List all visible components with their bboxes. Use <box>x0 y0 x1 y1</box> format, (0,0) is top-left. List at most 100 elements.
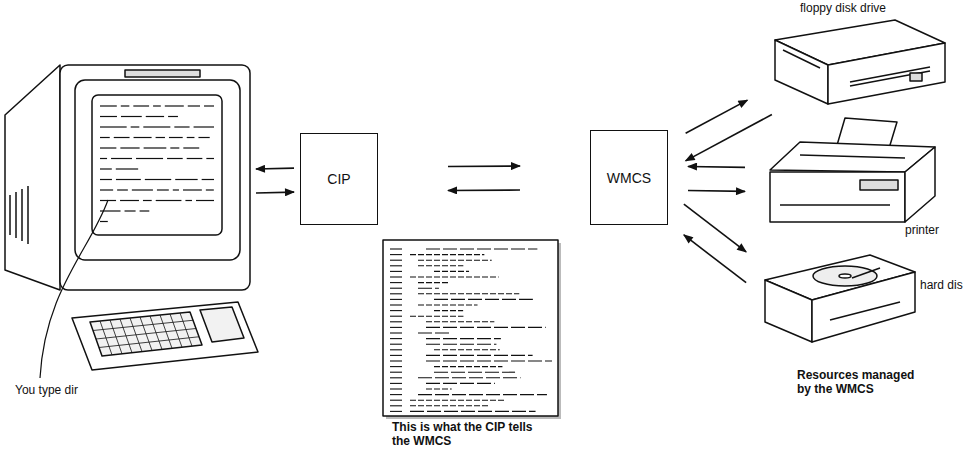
screen-text-lines <box>202 179 214 180</box>
terminal-illustration <box>200 307 244 342</box>
printout-illustration <box>383 240 561 419</box>
printout-code-lines <box>418 288 439 289</box>
screen-text-lines <box>174 126 189 127</box>
printout-code-lines <box>426 321 494 322</box>
printout-code-lines <box>390 260 402 261</box>
flow-arrow <box>256 167 294 170</box>
screen-text-lines <box>168 116 178 117</box>
printout-code-lines <box>410 316 463 317</box>
screen-text-lines <box>111 158 132 159</box>
screen-text-lines <box>100 221 108 222</box>
printout-code-lines <box>426 344 496 345</box>
printout-code-lines <box>434 310 463 311</box>
screen-text-lines <box>194 126 214 127</box>
screen-text-lines <box>100 106 214 222</box>
box-label: CIP <box>327 171 350 187</box>
printout-code-lines <box>426 360 552 361</box>
printout-code-lines <box>390 411 402 412</box>
screen-text-lines <box>121 116 142 117</box>
screen-text-lines <box>204 105 214 106</box>
printer-illustration <box>770 172 905 222</box>
printout-code-lines <box>390 293 402 294</box>
printout-code-lines <box>390 321 402 322</box>
floppy-drive-illustration <box>783 50 820 68</box>
screen-text-lines <box>153 105 161 106</box>
screen-text-lines <box>120 200 139 201</box>
printout-code-lines <box>390 316 402 317</box>
screen-text-lines <box>167 158 183 159</box>
flow-arrow <box>684 204 746 252</box>
printout-code-lines <box>418 304 478 305</box>
terminal-illustration <box>15 192 17 238</box>
printout-code-lines <box>390 332 402 333</box>
screen-text-lines <box>140 210 150 211</box>
terminal-illustration <box>21 189 23 241</box>
screen-text-lines <box>133 105 149 106</box>
terminal-illustration <box>27 186 29 244</box>
hard-disk-illustration <box>765 280 812 342</box>
flow-arrow <box>448 189 520 191</box>
keyboard-keys <box>170 314 182 347</box>
screen-text-lines <box>125 210 136 211</box>
screen-text-lines <box>100 116 117 117</box>
keyboard-keys <box>100 321 112 355</box>
screen-text-lines <box>143 200 152 201</box>
printout-code-lines <box>390 271 402 272</box>
screen-text-lines <box>170 147 179 148</box>
terminal-illustration <box>9 195 11 235</box>
screen-text-lines <box>206 189 214 190</box>
screen-text-lines <box>131 126 140 127</box>
printer-illustration <box>800 155 905 158</box>
terminal-illustration <box>92 95 222 235</box>
flow-arrow <box>686 114 772 160</box>
printout-code-lines <box>390 372 402 373</box>
printout-code-lines <box>390 248 402 249</box>
printout-code-lines <box>418 293 519 294</box>
printout-code-lines <box>418 265 463 266</box>
screen-text-lines <box>196 200 214 201</box>
printer-illustration <box>770 118 935 222</box>
screen-text-lines <box>198 137 209 138</box>
printout-code-lines <box>418 282 450 283</box>
flow-arrow <box>684 235 746 283</box>
printout-code-lines <box>390 276 402 277</box>
keyboard-keys <box>130 318 142 352</box>
screen-text-lines <box>183 189 202 190</box>
keyboard-keys <box>140 317 152 351</box>
printer-node: printer <box>765 115 965 240</box>
printout-code-lines <box>434 349 500 350</box>
printout-code-lines <box>390 254 402 255</box>
printout-code-lines <box>426 388 452 389</box>
process-box: CIP <box>300 133 378 225</box>
hard-disk-illustration <box>839 274 851 278</box>
printout-code-lines <box>426 383 495 384</box>
printout-code-lines <box>418 377 521 378</box>
device-label: You type dir <box>15 383 265 397</box>
screen-text-lines <box>157 189 169 190</box>
hard-disk-illustration <box>813 266 877 286</box>
screen-text-lines <box>156 200 182 201</box>
printout-code-lines <box>410 400 504 401</box>
printout-code-lines <box>390 355 402 356</box>
screen-text-lines <box>183 147 199 148</box>
screen-text-lines <box>100 126 127 127</box>
printout-code-lines <box>390 405 402 406</box>
screen-text-lines <box>100 147 116 148</box>
printout-code-lines <box>390 344 402 345</box>
terminal-illustration <box>72 302 258 370</box>
device-label: floppy disk drive <box>800 1 970 15</box>
printout-code-lines <box>410 276 499 277</box>
keyboard-keys <box>160 315 172 348</box>
printout-code-lines <box>410 405 488 406</box>
screen-text-lines <box>143 126 170 127</box>
printout-code-lines <box>410 254 484 255</box>
keyboard-keys <box>110 320 122 354</box>
screen-text-lines <box>187 158 203 159</box>
screen-text-lines <box>156 137 165 138</box>
screen-text-lines <box>144 147 167 148</box>
floppy-drive-illustration <box>828 43 945 104</box>
screen-text-lines <box>136 158 163 159</box>
screen-text-lines <box>121 105 130 106</box>
